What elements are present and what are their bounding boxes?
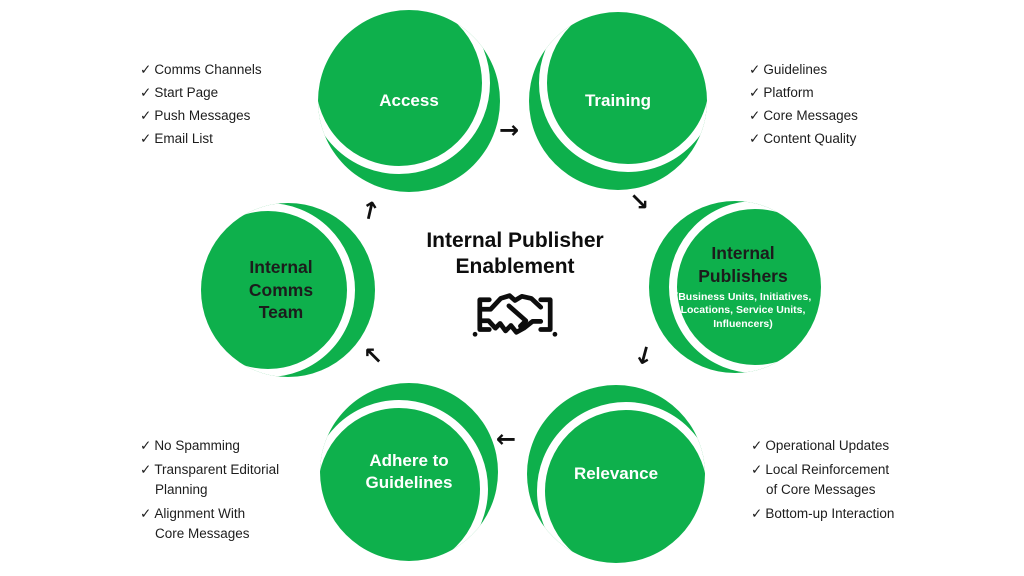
handshake-icon [472, 293, 558, 337]
list-item-text: Transparent Editorial Planning [154, 461, 280, 497]
circle-label: Internal Comms Team [248, 256, 314, 323]
list-item: ✓Push Messages [140, 106, 330, 126]
list-item-text: Comms Channels [154, 62, 262, 77]
list-item: ✓Content Quality [749, 129, 939, 149]
list-item-text: Operational Updates [765, 438, 890, 453]
circle-label: Adhere to Guidelines [365, 450, 453, 492]
list-item: ✓Core Messages [749, 106, 939, 126]
arrow-training-to-publishers: ↘ [629, 188, 650, 216]
list-item: ✓Bottom-up Interaction [751, 504, 941, 524]
circle-label: Training [584, 90, 652, 110]
check-icon: ✓ [140, 461, 152, 477]
check-icon: ✓ [140, 107, 152, 123]
list-item: ✓Transparent Editorial Planning [140, 460, 325, 500]
list-item: ✓Email List [140, 129, 330, 149]
check-icon: ✓ [749, 130, 761, 146]
page-title: Enablement [455, 255, 575, 278]
training-checklist: ✓Guidelines ✓Platform ✓Core Messages ✓Co… [749, 60, 939, 152]
arrow-access-to-training: → [499, 116, 520, 144]
circle-access: Access [318, 10, 500, 192]
relevance-checklist: ✓Operational Updates ✓Local Reinforcemen… [751, 436, 941, 528]
list-item-text: Core Messages [763, 107, 858, 123]
center-block: Internal Publisher Enablement [382, 228, 648, 348]
circle-internal-comms-team: Internal Comms Team [201, 203, 375, 377]
circle-label: Relevance [573, 463, 659, 483]
check-icon: ✓ [749, 84, 761, 100]
list-item: ✓Operational Updates [751, 436, 941, 456]
circle-label: Access [379, 90, 439, 110]
circle-relevance: Relevance [527, 385, 705, 563]
circle-adhere-to-guidelines: Adhere to Guidelines [320, 383, 498, 561]
list-item-text: Push Messages [154, 107, 251, 123]
list-item-text: Local Reinforcement of Core Messages [765, 461, 890, 497]
check-icon: ✓ [751, 461, 763, 477]
arrow-publishers-to-relevance: ↓ [630, 339, 658, 373]
check-icon: ✓ [140, 84, 152, 100]
check-icon: ✓ [140, 505, 152, 521]
list-item-text: Email List [154, 130, 213, 146]
list-item-text: Bottom-up Interaction [765, 505, 895, 521]
check-icon: ✓ [749, 107, 761, 123]
list-item-text: Alignment With Core Messages [154, 505, 250, 541]
list-item-text: Guidelines [763, 62, 828, 77]
check-icon: ✓ [140, 130, 152, 146]
check-icon: ✓ [140, 438, 152, 453]
circle-internal-publishers: Internal Publishers (Business Units, Ini… [649, 201, 821, 373]
list-item: ✓Comms Channels [140, 60, 330, 80]
circle-label: Internal Publishers [698, 243, 788, 287]
arrow-adhere-to-comms: ↖ [363, 342, 384, 370]
list-item-text: Content Quality [763, 130, 857, 146]
guidelines-checklist: ✓No Spamming ✓Transparent Editorial Plan… [140, 436, 325, 548]
list-item-text: No Spamming [154, 438, 240, 453]
check-icon: ✓ [751, 438, 763, 453]
list-item: ✓Alignment With Core Messages [140, 504, 325, 544]
list-item: ✓Guidelines [749, 60, 939, 80]
list-item: ✓No Spamming [140, 436, 325, 456]
list-item: ✓Start Page [140, 83, 330, 103]
check-icon: ✓ [751, 505, 763, 521]
arrow-comms-to-access: ↑ [357, 195, 384, 227]
list-item: ✓Platform [749, 83, 939, 103]
list-item-text: Platform [763, 84, 814, 100]
list-item: ✓Local Reinforcement of Core Messages [751, 460, 941, 500]
circle-training: Training [529, 12, 707, 190]
check-icon: ✓ [749, 62, 761, 77]
page-title: Internal Publisher [426, 229, 604, 252]
arrow-relevance-to-adhere: ← [496, 425, 517, 453]
circle-sublabel: (Business Units, Initiatives, Locations,… [674, 290, 812, 331]
access-checklist: ✓Comms Channels ✓Start Page ✓Push Messag… [140, 60, 330, 152]
list-item-text: Start Page [154, 84, 219, 100]
check-icon: ✓ [140, 62, 152, 77]
